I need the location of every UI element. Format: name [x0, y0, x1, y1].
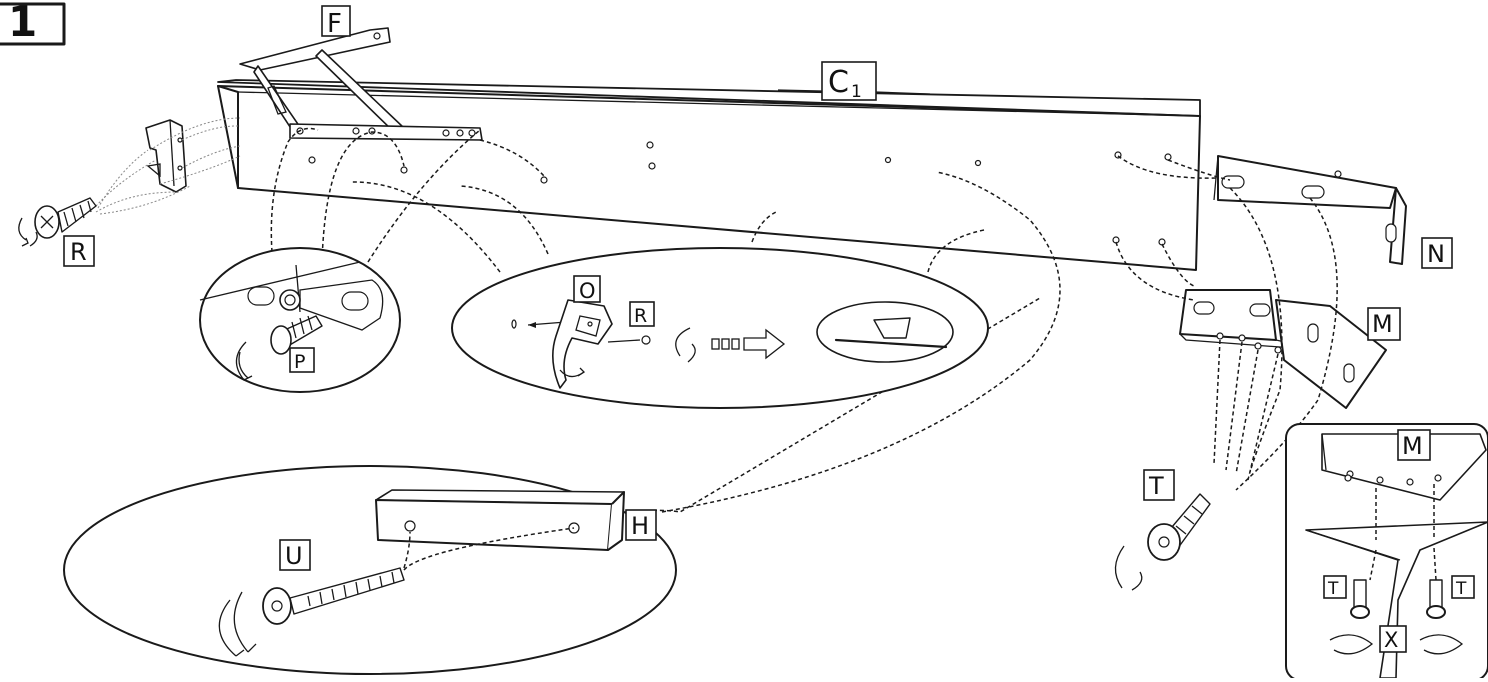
label-t-right-text: T [1455, 579, 1467, 599]
dashed-connectors-right [1115, 155, 1338, 491]
label-n-text: N [1427, 240, 1445, 268]
label-t-left-text: T [1327, 579, 1339, 599]
label-r-small-text: R [634, 305, 647, 327]
label-f: F [321, 5, 351, 39]
board-c1 [217, 79, 1201, 271]
label-m-inset-text: M [1402, 432, 1423, 460]
label-c1-main: C [828, 65, 849, 100]
detail-h-ellipse: H U [63, 465, 677, 675]
label-m-text: M [1372, 310, 1393, 338]
label-h-text: H [631, 512, 649, 540]
label-r-text: R [70, 238, 87, 266]
alignment-lines-left [95, 117, 241, 215]
label-p-text: P [294, 351, 305, 373]
label-x-text: X [1384, 628, 1398, 652]
label-o-text: O [579, 279, 596, 303]
label-f-text: F [327, 9, 342, 39]
bolt-t: T [1114, 469, 1211, 591]
bracket-m: M [1179, 289, 1401, 409]
step-number-box: 1 [0, 0, 66, 46]
label-c1: C 1 [777, 61, 931, 102]
label-t-text: T [1148, 472, 1164, 500]
corner-bracket [145, 119, 187, 193]
detail-p-ellipse: P [199, 247, 401, 393]
label-c1-sub: 1 [851, 82, 862, 102]
label-u-text: U [285, 542, 303, 570]
screw-r: R [18, 197, 97, 267]
step-number: 1 [8, 0, 37, 46]
detail-o-ellipse: O R [451, 247, 989, 409]
inset-detail: M T T X [1285, 423, 1488, 681]
bracket-n: N [1213, 155, 1453, 269]
